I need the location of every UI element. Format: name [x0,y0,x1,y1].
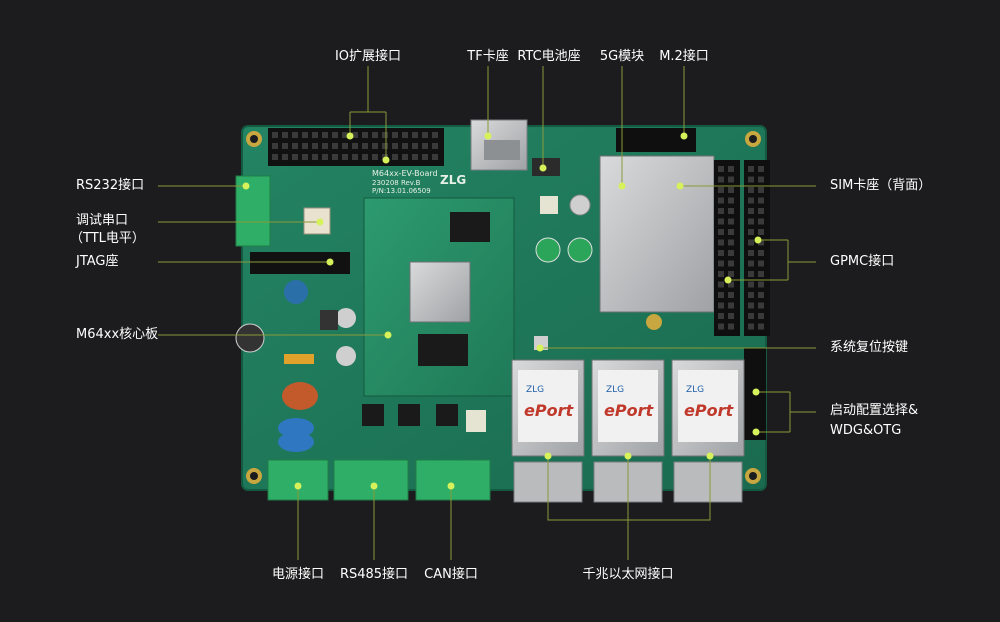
label-5g-module: 5G模块 [599,49,645,64]
label-core-board: M64xx核心板 [76,327,159,342]
gpmc-header [714,160,770,336]
callout-io [349,66,387,160]
label-power: 电源接口 [271,567,325,582]
silkscreen-board-pn: P/N:13.01.06509 [372,187,431,195]
callout-dot [752,428,760,436]
callout-dot [624,452,632,460]
label-rtc-battery: RTC电池座 [517,49,581,64]
label-tf-slot: TF卡座 [467,49,509,64]
callout-dot [346,132,354,140]
callout-dot [706,452,714,460]
callout-dot [676,182,684,190]
label-reset-button: 系统复位按键 [830,340,909,355]
label-gigabit-ethernet: 千兆以太网接口 [582,567,674,582]
label-rs232: RS232接口 [76,178,145,193]
callout-dot [754,236,762,244]
silkscreen-board-name: M64xx-EV-Board [372,169,438,178]
callout-dot [316,218,324,226]
callout-gpmc [728,239,816,281]
m2-connector [616,128,696,152]
label-m2-interface: M.2接口 [659,49,709,64]
ethernet-logo: ePort [684,401,734,420]
label-debug-serial-1: 调试串口 [76,213,129,228]
callout-dot [539,164,547,172]
callout-dot [384,331,392,339]
callout-dot [618,182,626,190]
callout-dot [370,482,378,490]
callout-dot [294,482,302,490]
label-debug-serial-2: （TTL电平） [70,231,145,246]
ethernet-brand: ZLG [686,385,704,395]
ethernet-logo: ePort [604,401,654,420]
label-jtag: JTAG座 [76,254,119,269]
rs232-terminal [235,175,271,247]
callout-dot [536,344,544,352]
callout-lines [158,66,816,560]
callout-dot [544,452,552,460]
ethernet-brand: ZLG [526,385,544,395]
callout-dot [326,258,334,266]
module-5g [599,155,715,330]
io-expansion-header [268,128,444,166]
silkscreen-board-rev: 230208 Rev.B [372,179,421,187]
passive-components [235,194,593,452]
ethernet-port: ZLG ePort [671,359,745,503]
callout-dots [242,132,762,490]
callout-dot [724,276,732,284]
core-board: M64xx-EV-Board 230208 Rev.B P/N:13.01.06… [363,169,515,397]
label-sim-slot: SIM卡座（背面） [830,178,932,193]
ethernet-port: ZLG ePort [511,359,585,503]
callout-dot [484,132,492,140]
mounting-holes [246,131,761,484]
label-boot-config-2: WDG&OTG [830,423,902,438]
callout-dot [447,482,455,490]
callout-dot [752,388,760,396]
label-boot-config-1: 启动配置选择& [830,403,919,418]
silkscreen-brand: ZLG [440,173,466,187]
tf-card-slot [470,119,528,171]
callout-dot [242,182,250,190]
label-gpmc: GPMC接口 [830,254,895,269]
rs485-terminal [333,459,409,501]
callout-dot [382,156,390,164]
ethernet-logo: ePort [524,401,574,420]
label-io-expansion: IO扩展接口 [334,49,402,64]
callout-boot [756,391,816,433]
jtag-connector [250,252,350,274]
label-can: CAN接口 [424,567,478,582]
can-terminal [415,459,491,501]
callout-eth [547,456,711,560]
ethernet-brand: ZLG [606,385,624,395]
callout-dot [680,132,688,140]
label-rs485: RS485接口 [339,567,409,582]
